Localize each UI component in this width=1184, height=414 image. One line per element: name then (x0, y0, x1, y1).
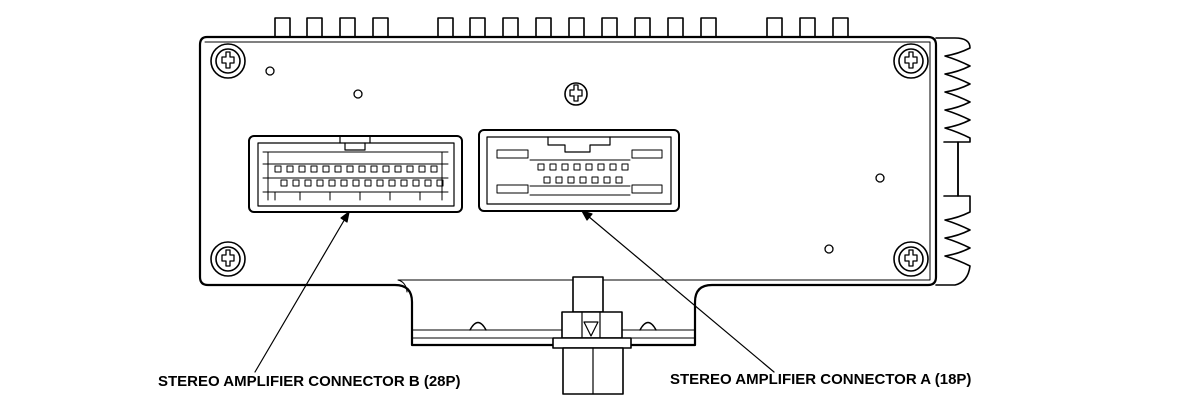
connector-b-label: STEREO AMPLIFIER CONNECTOR B (28P) (158, 373, 461, 390)
screw-center-top (564, 82, 588, 106)
connector-b (248, 135, 463, 213)
screw-top-left (210, 43, 246, 79)
leader-line-a (581, 210, 775, 373)
top-fins (274, 17, 849, 38)
small-holes (265, 66, 885, 254)
screw-bottom-right (893, 241, 929, 277)
connector-a-pins (537, 163, 629, 184)
leader-line-b (254, 211, 350, 373)
side-heatsink (935, 37, 971, 286)
ground-bolt (552, 276, 632, 395)
connector-a-label: STEREO AMPLIFIER CONNECTOR A (18P) (670, 371, 972, 388)
amplifier-housing (198, 35, 938, 347)
connector-a (478, 129, 680, 212)
screw-bottom-left (210, 241, 246, 277)
screw-top-right (893, 43, 929, 79)
connector-b-pins (274, 165, 444, 187)
